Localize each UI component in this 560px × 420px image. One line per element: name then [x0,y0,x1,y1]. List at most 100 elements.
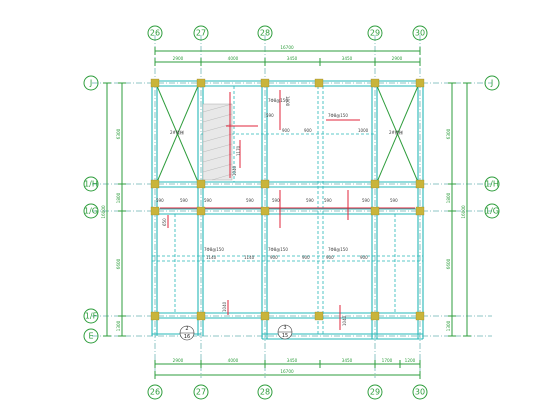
rebar-notes: 1000 590 900 900 1000 590 590 590 590 59… [156,96,398,326]
note: 1170 [236,145,241,156]
top-segment-dimension: 3450 [342,56,353,61]
note: 590 [390,198,398,203]
note: 590 [272,198,280,203]
column [260,78,270,88]
note: 590 [324,198,332,203]
top-dimensions: 16700 2900 4000 3450 3450 2900 [154,45,421,66]
axis-bubble-label: 27 [196,388,206,397]
note: 900 [304,128,312,133]
column [260,206,270,216]
column [196,311,206,321]
axis-bubble-label: 26 [150,29,160,38]
rebar-label: 7Φ8@150 [268,247,288,252]
detail-sheet: 15 [282,333,288,339]
axis-bubble-label: 1/G [485,207,499,216]
column [196,179,206,189]
left-dimensions: 16000 6300 1800 6600 1300 [101,82,126,337]
column [415,206,425,216]
note: 900 [270,255,278,260]
left-total-dimension: 16000 [101,205,106,219]
axis-bubble-label: 1/H [485,180,499,189]
detail-number: 3 [283,325,286,331]
rebar-label: 7Φ8@150 [328,113,348,118]
column [370,78,380,88]
note: 590 [362,198,370,203]
note: 1040 [342,315,347,326]
left-segment-dimension: 6300 [116,128,121,139]
bottom-segment-dimension: 3450 [342,358,353,363]
axis-bubble-label: 1/H [84,180,98,189]
note: 590 [266,113,274,118]
axis-bubble-label: J [89,79,92,88]
detail-markers: 2 16 3 15 [179,324,293,341]
right-segment-dimension: 1300 [446,320,451,331]
note: 900 [326,255,334,260]
detail-number: 2 [185,326,188,332]
rebar-labels: 7Φ8@150 7Φ8@150 7Φ8@150 7Φ8@150 7Φ8@150 [204,98,348,252]
column [370,311,380,321]
note: 590 [306,198,314,203]
top-total-dimension: 16700 [280,45,294,50]
column [370,206,380,216]
axis-bubble-label: 30 [415,29,425,38]
axis-bubble-label: 28 [260,29,270,38]
rebar-label: 7Φ8@150 [328,247,348,252]
note: 1140 [206,255,217,260]
column [150,179,160,189]
axis-bubbles-left: J 1/H 1/G 1/F E [83,75,99,344]
top-segment-dimension: 2900 [173,56,184,61]
detail-sheet: 16 [184,334,190,340]
hatched-slab [202,103,233,181]
bottom-dimensions: 2900 4000 3450 3450 1700 1200 16700 [154,358,421,379]
column [196,206,206,216]
columns [150,78,425,321]
note: 1040 [232,165,237,176]
stair-wells: 2#楼梯 2#楼梯 [156,85,419,183]
stair-cross-line [156,85,199,183]
right-segment-dimension: 6300 [446,128,451,139]
note: 1000 [285,96,290,107]
stair-label-right: 2#楼梯 [389,129,403,135]
left-segment-dimension: 1800 [116,192,121,203]
note: 590 [246,198,254,203]
top-segment-dimension: 2900 [392,56,403,61]
axis-bubble-label: J [490,79,493,88]
stair-cross-line [376,85,419,183]
bottom-segment-dimension: 1200 [405,358,416,363]
right-segment-dimension: 1800 [446,192,451,203]
note: 590 [204,198,212,203]
note: 590 [180,198,188,203]
axis-bubble-label: 30 [415,388,425,397]
right-segment-dimension: 6600 [446,258,451,269]
column [260,311,270,321]
detail-marker: 3 15 [277,324,293,340]
axis-bubbles-top: 26 27 28 29 30 [147,25,428,41]
axis-bubble-label: 28 [260,388,270,397]
top-segment-dimension: 4000 [228,56,239,61]
axis-bubble-label: 27 [196,29,206,38]
beams [151,80,424,340]
column [150,311,160,321]
axis-bubble-label: 1/F [85,312,98,321]
column [196,78,206,88]
column [150,206,160,216]
right-total-dimension: 16000 [461,205,466,219]
left-segment-dimension: 6600 [116,258,121,269]
bottom-segment-dimension: 4000 [228,358,239,363]
bottom-total-dimension: 16700 [280,369,294,374]
hatched-slab-area [202,103,233,181]
column [415,179,425,189]
column [415,78,425,88]
column [314,78,324,88]
note: 900 [360,255,368,260]
detail-marker: 2 16 [179,325,195,341]
column [370,179,380,189]
bottom-segment-dimension: 3450 [287,358,298,363]
note: 900 [282,128,290,133]
axis-bubbles-bottom: 26 27 28 29 30 [147,384,428,400]
note: 1040 [222,301,227,312]
top-segment-dimension: 3450 [287,56,298,61]
stair-label-left: 2#楼梯 [170,129,184,135]
left-segment-dimension: 1300 [116,320,121,331]
